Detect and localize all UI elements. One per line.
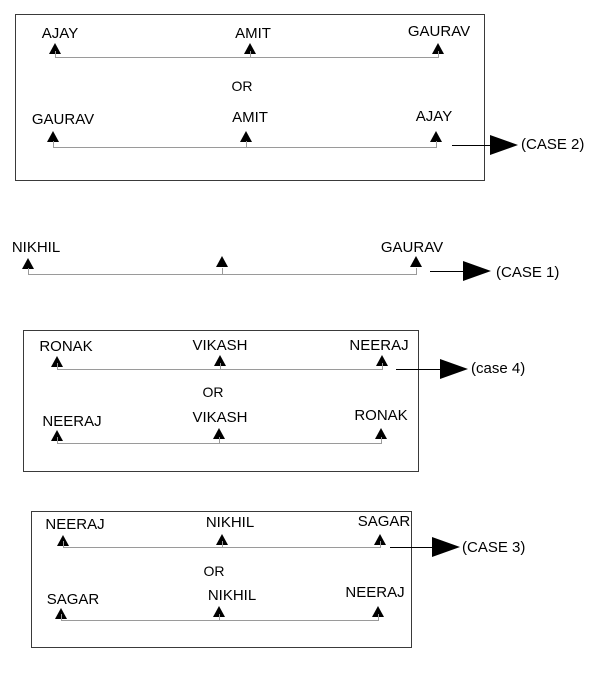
row-tick (219, 614, 220, 621)
row-tick (222, 268, 223, 275)
seat-marker (57, 535, 69, 546)
row-tick (381, 437, 382, 444)
arrangement-box-case-4 (23, 330, 419, 472)
seat-label: RONAK (354, 407, 408, 424)
row-tick (380, 541, 381, 548)
pointer-arrow (396, 369, 442, 370)
pointer-arrow (452, 145, 492, 146)
seat-marker (216, 256, 228, 267)
seat-marker (47, 131, 59, 142)
arrangement-box-case-3 (31, 511, 412, 648)
seat-label: AMIT (235, 25, 271, 42)
seat-label: NEERAJ (349, 337, 409, 354)
row-tick (53, 141, 54, 148)
seat-label: GAURAV (407, 23, 471, 40)
seat-marker (22, 258, 34, 269)
arrow-head-icon (440, 359, 468, 379)
seat-label: VIKASH (192, 337, 248, 354)
seat-marker (51, 356, 63, 367)
row-tick (57, 363, 58, 370)
row-tick (436, 141, 437, 148)
row-line (57, 369, 382, 370)
seat-label: SAGAR (357, 513, 411, 530)
row-tick (378, 614, 379, 621)
row-tick (219, 437, 220, 444)
case-label: (case 4) (471, 360, 526, 377)
arrangement-box-case-2 (15, 14, 485, 181)
seat-label: NEERAJ (345, 584, 405, 601)
row-tick (28, 268, 29, 275)
seat-label: NIKHIL (11, 239, 61, 256)
seat-label: NEERAJ (45, 516, 105, 533)
seat-marker (240, 131, 252, 142)
row-tick (63, 541, 64, 548)
row-line (53, 147, 437, 148)
row-tick (246, 141, 247, 148)
seat-label: AJAY (415, 108, 453, 125)
row-tick (57, 437, 58, 444)
pointer-arrow (430, 271, 465, 272)
row-tick (250, 51, 251, 58)
seat-marker (244, 43, 256, 54)
seat-marker (49, 43, 61, 54)
arrow-head-icon (463, 261, 491, 281)
seat-marker (432, 43, 444, 54)
or-label: OR (202, 384, 224, 400)
seat-marker (51, 430, 63, 441)
seat-marker (410, 256, 422, 267)
seat-marker (216, 534, 228, 545)
seat-label: NIKHIL (205, 514, 255, 531)
seat-marker (372, 606, 384, 617)
row-line (55, 57, 439, 58)
seat-label: NEERAJ (42, 413, 102, 430)
pointer-arrow (390, 547, 434, 548)
or-label: OR (203, 563, 225, 579)
row-line (61, 620, 379, 621)
case-label: (CASE 1) (496, 264, 560, 281)
seat-marker (375, 428, 387, 439)
row-tick (416, 268, 417, 275)
seat-marker (430, 131, 442, 142)
or-label: OR (231, 78, 253, 94)
seat-marker (214, 355, 226, 366)
arrow-head-icon (490, 135, 518, 155)
seat-marker (213, 606, 225, 617)
seat-label: NIKHIL (207, 587, 257, 604)
row-tick (220, 363, 221, 370)
seat-label: VIKASH (192, 409, 248, 426)
row-tick (55, 51, 56, 58)
row-tick (222, 541, 223, 548)
seat-label: SAGAR (46, 591, 100, 608)
seat-label: GAURAV (380, 239, 444, 256)
arrow-head-icon (432, 537, 460, 557)
row-tick (61, 614, 62, 621)
seat-marker (213, 428, 225, 439)
seat-label: RONAK (39, 338, 93, 355)
row-tick (438, 51, 439, 58)
seat-label: AJAY (41, 25, 79, 42)
seat-label: AMIT (232, 109, 268, 126)
row-tick (382, 363, 383, 370)
case-label: (CASE 2) (521, 136, 585, 153)
seat-marker (374, 534, 386, 545)
case-label: (CASE 3) (462, 539, 526, 556)
seat-marker (55, 608, 67, 619)
seat-marker (376, 355, 388, 366)
seat-label: GAURAV (31, 111, 95, 128)
